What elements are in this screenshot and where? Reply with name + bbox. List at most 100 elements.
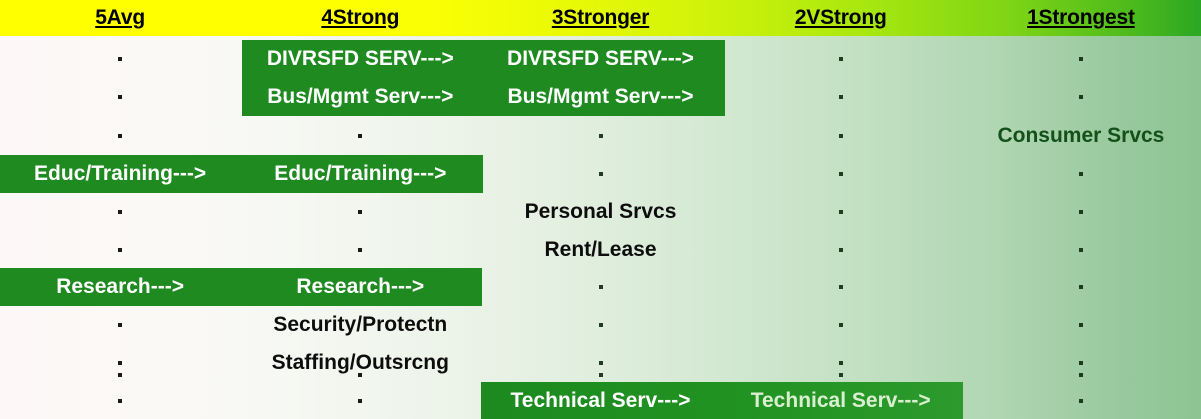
cell-r5c4	[721, 193, 961, 231]
dot-marker	[358, 133, 363, 138]
dot-marker	[838, 247, 843, 252]
dot-marker	[1078, 373, 1083, 377]
cell-r5c1	[0, 193, 240, 231]
dot-marker	[118, 398, 123, 403]
dot-marker	[118, 133, 123, 138]
dot-marker	[1078, 210, 1083, 214]
cell-r5c2	[240, 193, 480, 231]
table-row: Consumer Srvcs	[0, 116, 1201, 155]
column-header-5avg[interactable]: 5Avg	[95, 6, 145, 29]
column-header-3stronger[interactable]: 3Stronger	[551, 6, 650, 29]
cell-r7c2[interactable]: Research--->	[296, 275, 425, 298]
dot-marker	[598, 361, 603, 365]
cell-r1c4	[721, 40, 961, 78]
cell-r10c5	[961, 368, 1201, 382]
cell-r9c4	[721, 344, 961, 382]
cell-r10c2	[240, 368, 480, 382]
table-row: Staffing/Outsrcng	[0, 344, 1201, 382]
dot-marker	[118, 210, 123, 214]
table-row: Rent/Lease	[0, 231, 1201, 268]
column-header-4strong[interactable]: 4Strong	[321, 6, 400, 29]
cell-r11c4[interactable]: Technical Serv--->	[750, 388, 931, 412]
highlight-band-research	[0, 268, 482, 306]
cell-r9c1	[0, 344, 240, 382]
cell-r7c3	[480, 268, 720, 306]
highlight-band-technical-serv	[481, 382, 963, 419]
cell-r8c3	[480, 306, 720, 344]
cell-r1c3[interactable]: DIVRSFD SERV--->	[507, 47, 694, 70]
cell-r11c3[interactable]: Technical Serv--->	[510, 388, 691, 412]
cell-r3c1	[0, 116, 240, 155]
cell-r8c5	[961, 306, 1201, 344]
cell-r6c4	[721, 231, 961, 268]
dot-marker	[1078, 323, 1083, 327]
cell-r1c5	[961, 40, 1201, 78]
dot-marker	[118, 373, 123, 377]
cell-r3c3	[480, 116, 720, 155]
cell-r3c5[interactable]: Consumer Srvcs	[997, 123, 1165, 147]
dot-marker	[1078, 57, 1083, 61]
dot-marker	[838, 57, 843, 61]
cell-r10c4	[721, 368, 961, 382]
dot-marker	[838, 172, 843, 176]
dot-marker	[358, 398, 363, 403]
cell-r6c3[interactable]: Rent/Lease	[544, 237, 657, 261]
cell-r11c5	[961, 382, 1201, 419]
table-row	[0, 368, 1201, 382]
dot-marker	[598, 285, 603, 289]
dot-marker	[838, 323, 843, 327]
dot-marker	[1078, 172, 1083, 176]
dot-marker	[838, 373, 843, 377]
table-header-row: 5Avg 4Strong 3Stronger 2VStrong 1Stronge…	[0, 0, 1201, 36]
cell-r7c1[interactable]: Research--->	[56, 275, 184, 298]
dot-marker	[598, 172, 603, 176]
dot-marker	[598, 133, 603, 138]
cell-r2c1	[0, 78, 240, 116]
cell-r4c2[interactable]: Educ/Training--->	[274, 162, 447, 185]
cell-r8c2[interactable]: Security/Protectn	[273, 313, 448, 336]
table-row: Bus/Mgmt Serv---> Bus/Mgmt Serv--->	[0, 78, 1201, 116]
cell-r10c1	[0, 368, 240, 382]
table-row: Personal Srvcs	[0, 193, 1201, 231]
column-header-2vstrong[interactable]: 2VStrong	[794, 6, 887, 29]
cell-r5c5	[961, 193, 1201, 231]
cell-r1c2[interactable]: DIVRSFD SERV--->	[266, 47, 454, 70]
cell-r11c1	[0, 382, 240, 419]
dot-marker	[598, 323, 603, 327]
cell-r5c3[interactable]: Personal Srvcs	[524, 200, 677, 223]
cell-r4c1[interactable]: Educ/Training--->	[34, 162, 207, 185]
cell-r8c4	[721, 306, 961, 344]
cell-r4c5	[961, 155, 1201, 193]
cell-r2c3[interactable]: Bus/Mgmt Serv--->	[507, 85, 694, 108]
table-row: Educ/Training---> Educ/Training--->	[0, 155, 1201, 193]
dot-marker	[1078, 247, 1083, 252]
table-row: Research---> Research--->	[0, 268, 1201, 306]
column-header-1strongest[interactable]: 1Strongest	[1027, 6, 1135, 29]
dot-marker	[118, 57, 123, 61]
cell-r9c5	[961, 344, 1201, 382]
dot-marker	[358, 373, 363, 377]
dot-marker	[118, 361, 123, 365]
dot-marker	[118, 95, 123, 99]
cell-r8c1	[0, 306, 240, 344]
cell-r1c1	[0, 40, 240, 78]
table-row: Security/Protectn	[0, 306, 1201, 344]
table-row: Technical Serv---> Technical Serv--->	[0, 382, 1201, 419]
dot-marker	[358, 247, 363, 252]
dot-marker	[838, 133, 843, 138]
dot-marker	[118, 247, 123, 252]
dot-marker	[838, 210, 843, 214]
cell-r4c4	[721, 155, 961, 193]
cell-r7c4	[721, 268, 961, 306]
highlight-band-educ-training	[0, 155, 483, 193]
cell-r3c2	[240, 116, 480, 155]
cell-r2c2[interactable]: Bus/Mgmt Serv--->	[267, 85, 454, 108]
cell-r6c1	[0, 231, 240, 268]
dot-marker	[1078, 361, 1083, 365]
cell-r2c5	[961, 78, 1201, 116]
dot-marker	[1078, 95, 1083, 99]
dot-marker	[838, 361, 843, 365]
dot-marker	[598, 373, 603, 377]
cell-r9c2[interactable]: Staffing/Outsrcng	[271, 351, 449, 374]
